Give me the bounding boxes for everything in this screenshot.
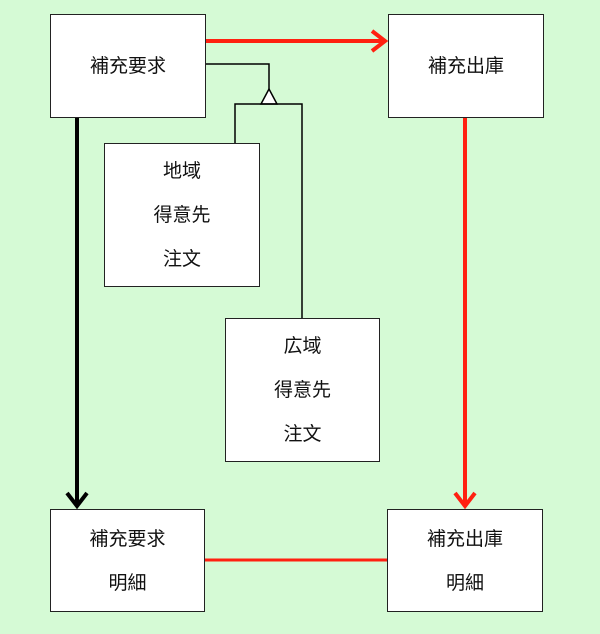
arrowhead-request-to-issue	[370, 29, 389, 53]
entity-label: 注文	[283, 423, 322, 445]
entity-label: 補充要求	[89, 527, 166, 550]
entity-label: 得意先	[273, 379, 331, 401]
entity-label: 明細	[445, 571, 484, 594]
arrowhead-request-to-request-detail	[65, 491, 89, 510]
arrowhead-issue-to-issue-detail	[453, 491, 477, 510]
entity-label: 広域	[283, 335, 322, 357]
entity-wide-area-customer-order[interactable]: 広域 得意先 注文	[225, 318, 380, 462]
entity-label: 補充出庫	[426, 527, 503, 550]
entity-label: 地域	[162, 160, 201, 182]
entity-replenishment-request[interactable]: 補充要求	[50, 14, 206, 118]
entity-label: 補充出庫	[427, 55, 504, 77]
entity-replenishment-request-detail[interactable]: 補充要求 明細	[50, 509, 205, 612]
generalization-line-top	[206, 63, 270, 89]
entity-label: 注文	[162, 248, 201, 270]
entity-replenishment-issue[interactable]: 補充出庫	[388, 14, 544, 118]
generalization-triangle	[259, 87, 279, 105]
entity-label: 明細	[108, 571, 147, 594]
entity-label: 補充要求	[89, 55, 166, 77]
entity-regional-customer-order[interactable]: 地域 得意先 注文	[104, 143, 260, 287]
entity-replenishment-issue-detail[interactable]: 補充出庫 明細	[387, 509, 543, 612]
entity-label: 得意先	[153, 204, 211, 226]
generalization-branch	[234, 103, 303, 318]
